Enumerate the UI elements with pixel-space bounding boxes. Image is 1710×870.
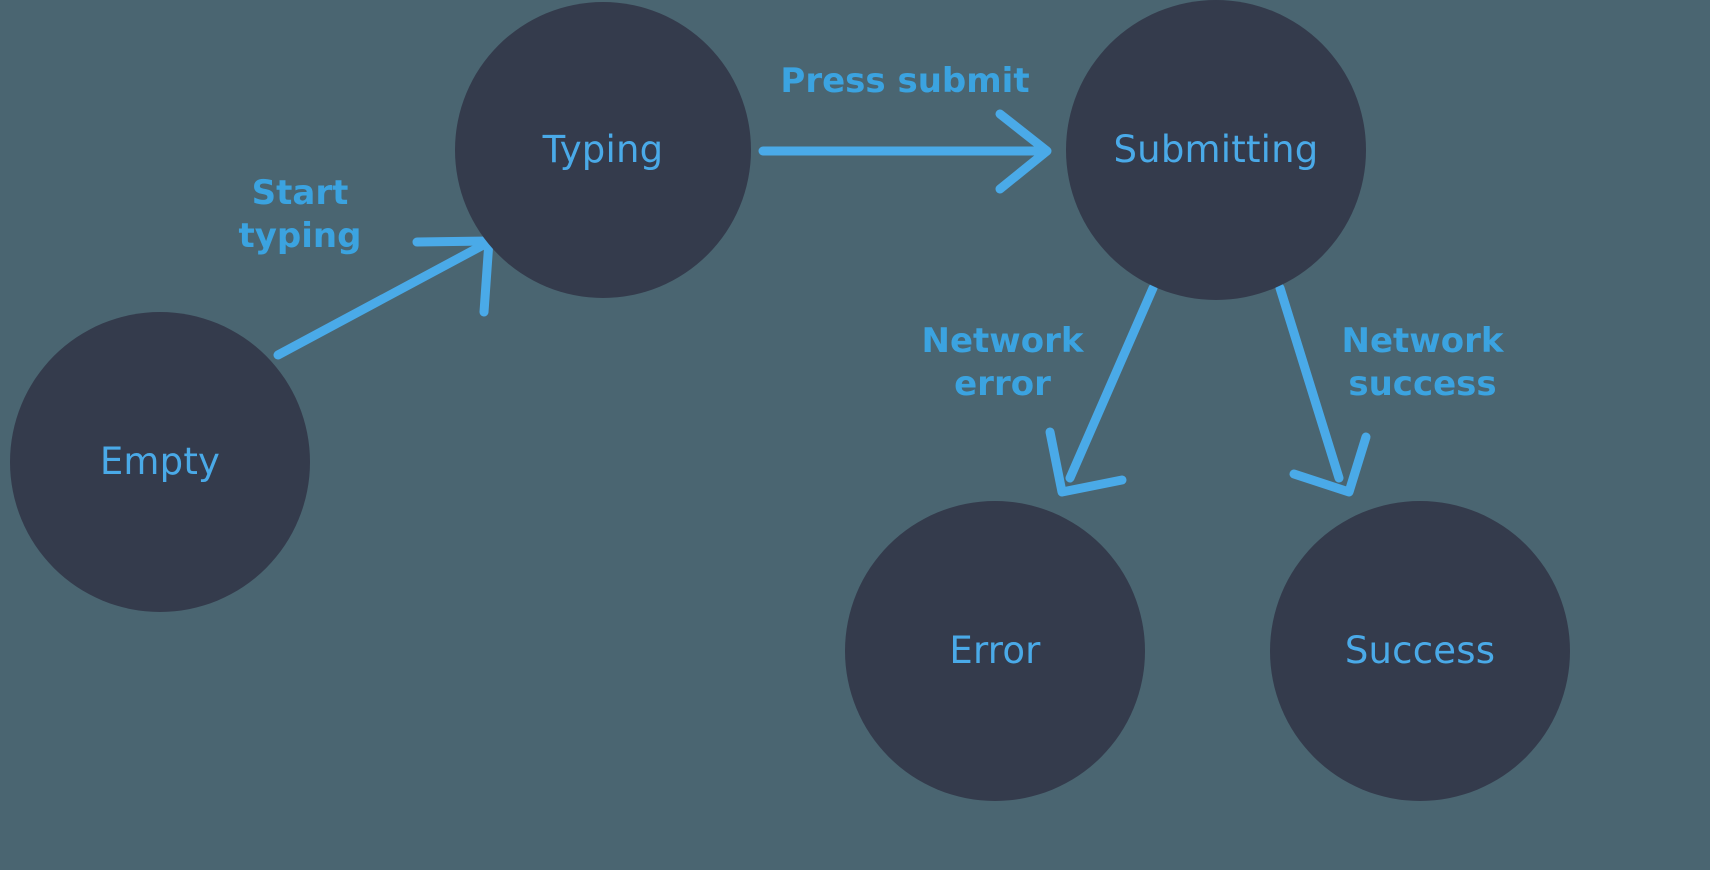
edge-label-network-success: Network success bbox=[1341, 321, 1504, 404]
state-node-label: Typing bbox=[542, 127, 664, 171]
edge-label-network-error: Network error bbox=[921, 321, 1084, 404]
state-node-label: Empty bbox=[99, 439, 221, 483]
state-node-error[interactable]: Error bbox=[845, 501, 1145, 801]
state-node-success[interactable]: Success bbox=[1270, 501, 1570, 801]
state-node-label: Error bbox=[949, 628, 1041, 672]
edge-label-start-typing: Start typing bbox=[238, 173, 362, 256]
state-node-empty[interactable]: Empty bbox=[10, 312, 310, 612]
state-node-label: Submitting bbox=[1113, 127, 1319, 171]
edge-submitting-to-error bbox=[1045, 283, 1158, 497]
edge-empty-to-typing bbox=[273, 236, 494, 360]
state-node-submitting[interactable]: Submitting bbox=[1066, 0, 1366, 300]
edge-submitting-to-success bbox=[1275, 283, 1371, 497]
edge-typing-to-submitting bbox=[758, 109, 1052, 194]
state-node-label: Success bbox=[1344, 628, 1496, 672]
edge-label-press-submit: Press submit bbox=[780, 61, 1030, 101]
state-node-typing[interactable]: Typing bbox=[455, 2, 751, 298]
